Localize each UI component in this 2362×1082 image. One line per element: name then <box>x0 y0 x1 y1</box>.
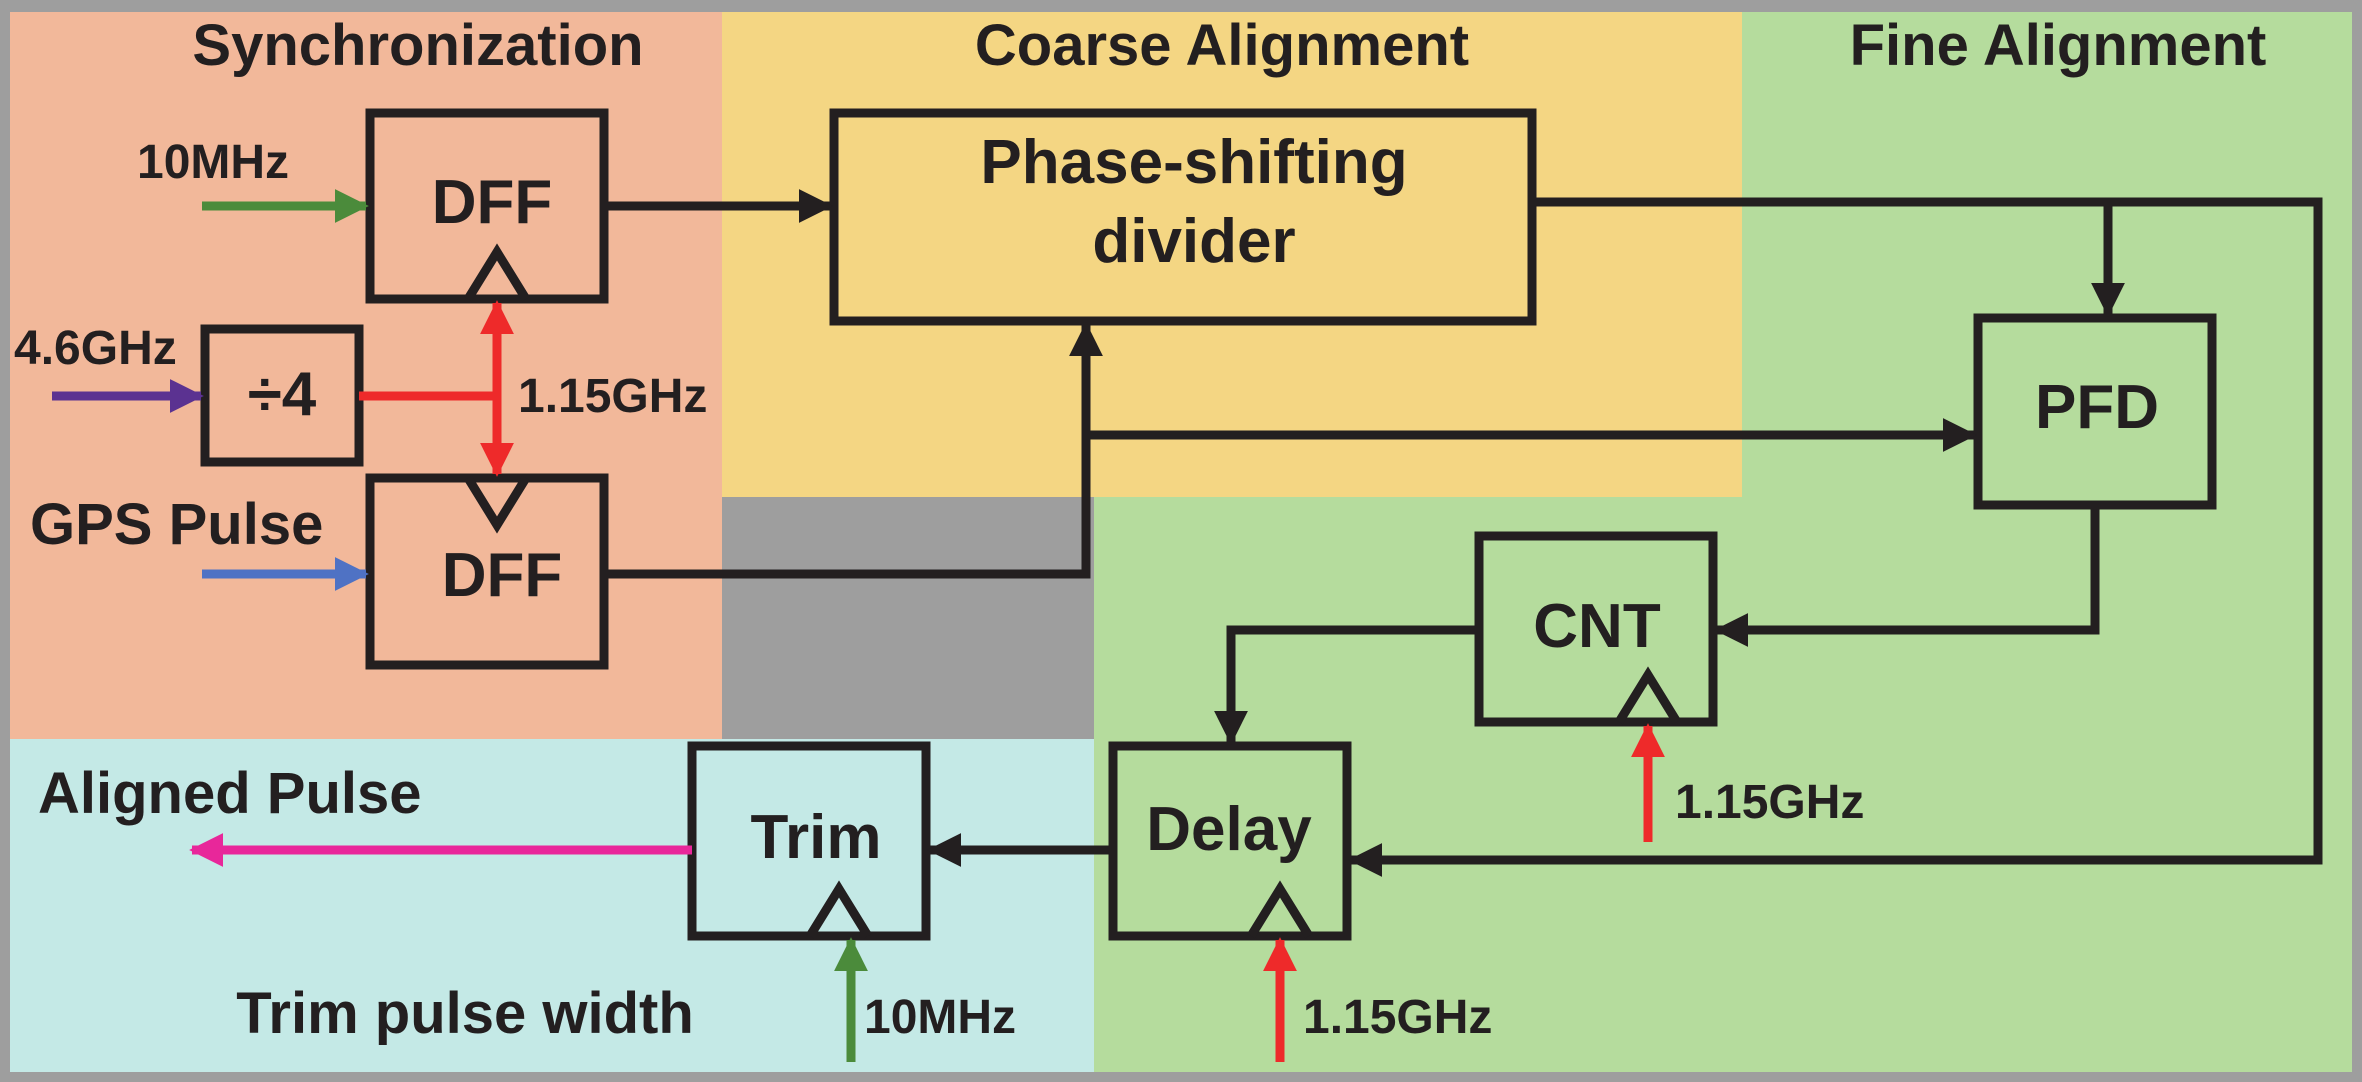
trim-block <box>687 741 931 941</box>
gps-pulse-input-label: GPS Pulse <box>30 492 323 557</box>
trim-clock-icon <box>806 880 872 939</box>
phase-shifting-divider-block <box>829 108 1537 326</box>
clk-1-15ghz-delay-label: 1.15GHz <box>1303 991 1492 1044</box>
fine-alignment-region-top <box>1742 12 2352 497</box>
delay-block <box>1108 741 1352 941</box>
delay-clock-icon <box>1247 880 1313 939</box>
synchronization-title: Synchronization <box>192 13 643 78</box>
delay-label: Delay <box>1146 795 1312 864</box>
fine-alignment-region-bottom <box>1094 497 2352 1072</box>
clk-1-15ghz-sync-label: 1.15GHz <box>518 370 707 423</box>
cnt-label: CNT <box>1533 592 1661 661</box>
clk-4-6ghz-input-label: 4.6GHz <box>14 322 177 375</box>
dff-top-label: DFF <box>432 168 553 237</box>
trim-pulse-width-title: Trim pulse width <box>236 981 694 1046</box>
trim-label: Trim <box>751 803 882 872</box>
pfd-to-cnt-wire <box>1714 505 2100 647</box>
dff-bottom-clock-icon <box>464 475 530 534</box>
dff-top-clock-icon <box>464 243 530 302</box>
dff-bottom-to-divider-wire <box>604 322 1103 579</box>
trim-region <box>10 739 1094 1072</box>
clk-10mhz-trim-label: 10MHz <box>864 991 1016 1044</box>
coarse-alignment-title: Coarse Alignment <box>975 13 1469 78</box>
dff-bottom-label: DFF <box>442 541 563 610</box>
aligned-pulse-output-label: Aligned Pulse <box>38 761 422 826</box>
pfd-label: PFD <box>2035 373 2159 442</box>
clk-1-15ghz-cnt-label: 1.15GHz <box>1675 776 1864 829</box>
divider-to-delay-wire <box>1348 197 2323 877</box>
cnt-to-delay-wire <box>1214 625 1479 745</box>
fine-alignment-title: Fine Alignment <box>1850 13 2267 78</box>
clk-10mhz-input-label: 10MHz <box>137 136 289 189</box>
cnt-clock-icon <box>1615 666 1681 725</box>
phase-shifting-label-line2: divider <box>1092 207 1295 276</box>
coarse-alignment-region <box>722 12 1742 497</box>
phase-shifting-label-line1: Phase-shifting <box>980 128 1407 197</box>
divider4-label: ÷4 <box>248 360 317 429</box>
